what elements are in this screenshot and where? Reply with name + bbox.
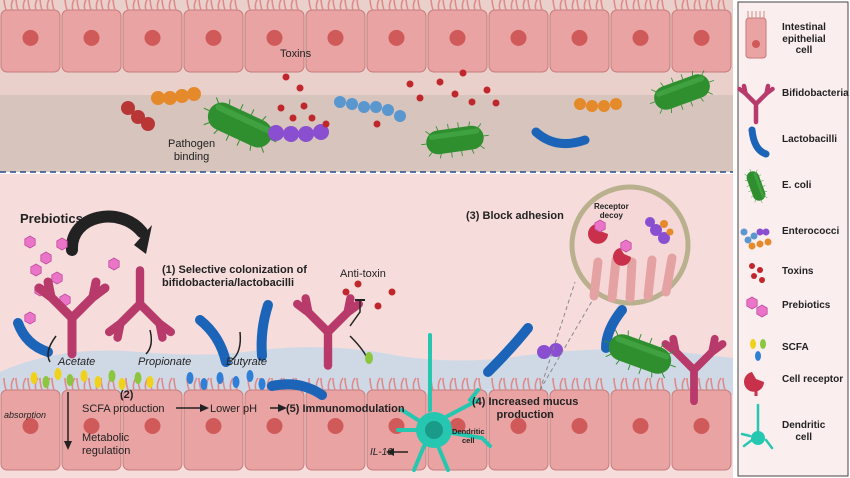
anti-toxin-label: Anti-toxin: [340, 268, 386, 280]
lactobacilli-bottom: [13, 300, 627, 400]
epithelial-cell: [366, 0, 427, 73]
legend-label-prebiotics: Prebiotics: [782, 300, 831, 311]
legend-label-enterococci: Enterococci: [782, 226, 840, 237]
epithelial-cell: [427, 0, 488, 73]
epithelial-cell: [122, 0, 183, 73]
legend-label-toxins: Toxins: [782, 266, 814, 277]
epithelial-cell: [305, 377, 366, 471]
epithelial-cell: [183, 0, 244, 73]
prebiotics-title: Prebiotics: [20, 211, 83, 226]
legend-label-e-coli: E. coli: [782, 180, 812, 191]
butyrate-label: Butyrate: [226, 356, 267, 368]
cell-receptor-icon: [744, 372, 764, 396]
dendritic-cell-label: Dendritic cell: [452, 427, 485, 445]
epithelial-cell: [671, 0, 732, 73]
epithelial-cell: [549, 377, 610, 471]
propionate-label: Propionate: [138, 356, 192, 368]
il10-label: IL-10: [370, 447, 393, 458]
step3-label: (3) Block adhesion: [466, 210, 564, 222]
toxins-label: Toxins: [280, 48, 312, 60]
legend-label-epithelial-cell: Intestinal epithelial cell: [782, 22, 826, 56]
epithelial-cell: [0, 0, 61, 73]
epithelial-cell: [610, 0, 671, 73]
enterococci-top-2: [268, 124, 329, 142]
step2-label: SCFA production: [82, 403, 165, 415]
pathogen-binding-label: Pathogen binding: [168, 138, 216, 163]
epithelial-cell: [305, 0, 366, 73]
step2-number: (2): [120, 389, 134, 401]
top-cells-row: [0, 0, 732, 73]
epithelial-cell: [244, 377, 305, 471]
legend-label-cell-receptor: Cell receptor: [782, 374, 844, 385]
dendritic-cell-icon: [740, 403, 774, 450]
enterococci-top-1: [121, 87, 201, 131]
legend-label-lactobacilli: Lactobacilli: [782, 134, 838, 145]
scfa-ovals: [30, 368, 266, 390]
step4-label: (4) Increased mucus production: [472, 396, 579, 421]
epithelial-cell: [244, 0, 305, 73]
enterococci-top-4: [574, 98, 622, 112]
metabolic-regulation-label: Metabolic regulation: [82, 432, 131, 457]
lactobacilli-icon: [748, 126, 770, 158]
step1-label: (1) Selective colonization of bifidobact…: [162, 264, 307, 289]
enterococci-bottom: [537, 343, 563, 359]
epithelial-cell: [0, 377, 61, 471]
epithelial-cell: [61, 377, 122, 471]
toxins-icon: [749, 263, 765, 283]
legend-label-bifidobacteria: Bifidobacteria: [782, 88, 849, 99]
epithelial-cell: [122, 377, 183, 471]
lactobacillus-top: [531, 127, 590, 149]
legend-label-scfa: SCFA: [782, 342, 809, 353]
acetate-label: Acetate: [58, 356, 96, 368]
epithelial-cell: [488, 377, 549, 471]
bottom-cells-row: [0, 377, 732, 471]
enterococci-icon: [740, 228, 772, 250]
step5-label: (5) Immunomodulation: [286, 403, 405, 415]
legend-label-dendritic-cell: Dendritic cell: [782, 420, 826, 443]
epithelial-cell: [61, 0, 122, 73]
epithelial-cell: [671, 377, 732, 471]
toxins-top: [277, 69, 500, 128]
absorption-label: absorption: [4, 410, 47, 420]
receptor-decoy-label: Receptor decoy: [594, 202, 629, 221]
epithelial-cell: [488, 0, 549, 73]
dendritic-cell-graphic: [396, 333, 492, 472]
epithelial-cell-icon: [745, 11, 767, 59]
enterococci-top-3: [334, 96, 406, 122]
epithelial-cell: [610, 377, 671, 471]
epithelial-cell: [183, 377, 244, 471]
epithelial-cell: [549, 0, 610, 73]
scfa-icon: [750, 339, 766, 361]
lower-ph-label: Lower pH: [210, 403, 258, 415]
